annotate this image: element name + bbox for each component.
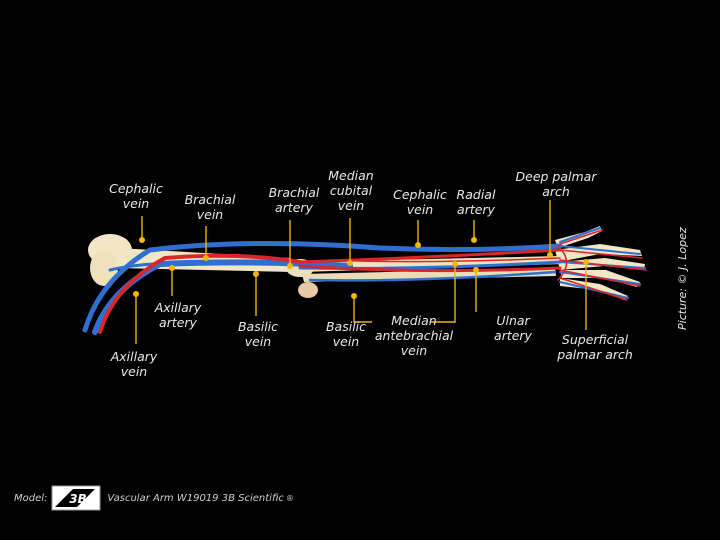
- 3b-scientific-logo-icon: 3B: [51, 485, 101, 511]
- label-deep-palmar-arch: Deep palmar arch: [510, 169, 602, 199]
- label-axillary-vein: Axillary vein: [104, 349, 164, 379]
- model-name: Vascular Arm W19019 3B Scientific: [107, 493, 284, 504]
- model-label: Model:: [14, 493, 47, 504]
- registered-mark: ®: [286, 494, 294, 503]
- label-cephalic-vein-forearm: Cephalic vein: [388, 187, 452, 217]
- photo-credit: Picture: © J. Lopez: [676, 227, 689, 330]
- label-cephalic-vein-upper: Cephalic vein: [106, 181, 166, 211]
- label-basilic-vein-upper: Basilic vein: [228, 319, 288, 349]
- label-median-cubital-vein: Median cubital vein: [322, 168, 380, 213]
- label-ulnar-artery: Ulnar artery: [484, 313, 542, 343]
- label-superficial-palmar-arch: Superficial palmar arch: [550, 332, 640, 362]
- model-footer: Model: 3B Vascular Arm W19019 3B Scienti…: [14, 484, 294, 512]
- label-brachial-vein: Brachial vein: [178, 192, 242, 222]
- label-axillary-artery: Axillary artery: [146, 300, 210, 330]
- logo-text: 3B: [70, 492, 88, 506]
- label-basilic-vein-forearm: Basilic vein: [316, 319, 376, 349]
- label-median-antebrachial-vein: Median antebrachial vein: [372, 313, 456, 358]
- label-radial-artery: Radial artery: [448, 187, 504, 217]
- label-brachial-artery: Brachial artery: [262, 185, 326, 215]
